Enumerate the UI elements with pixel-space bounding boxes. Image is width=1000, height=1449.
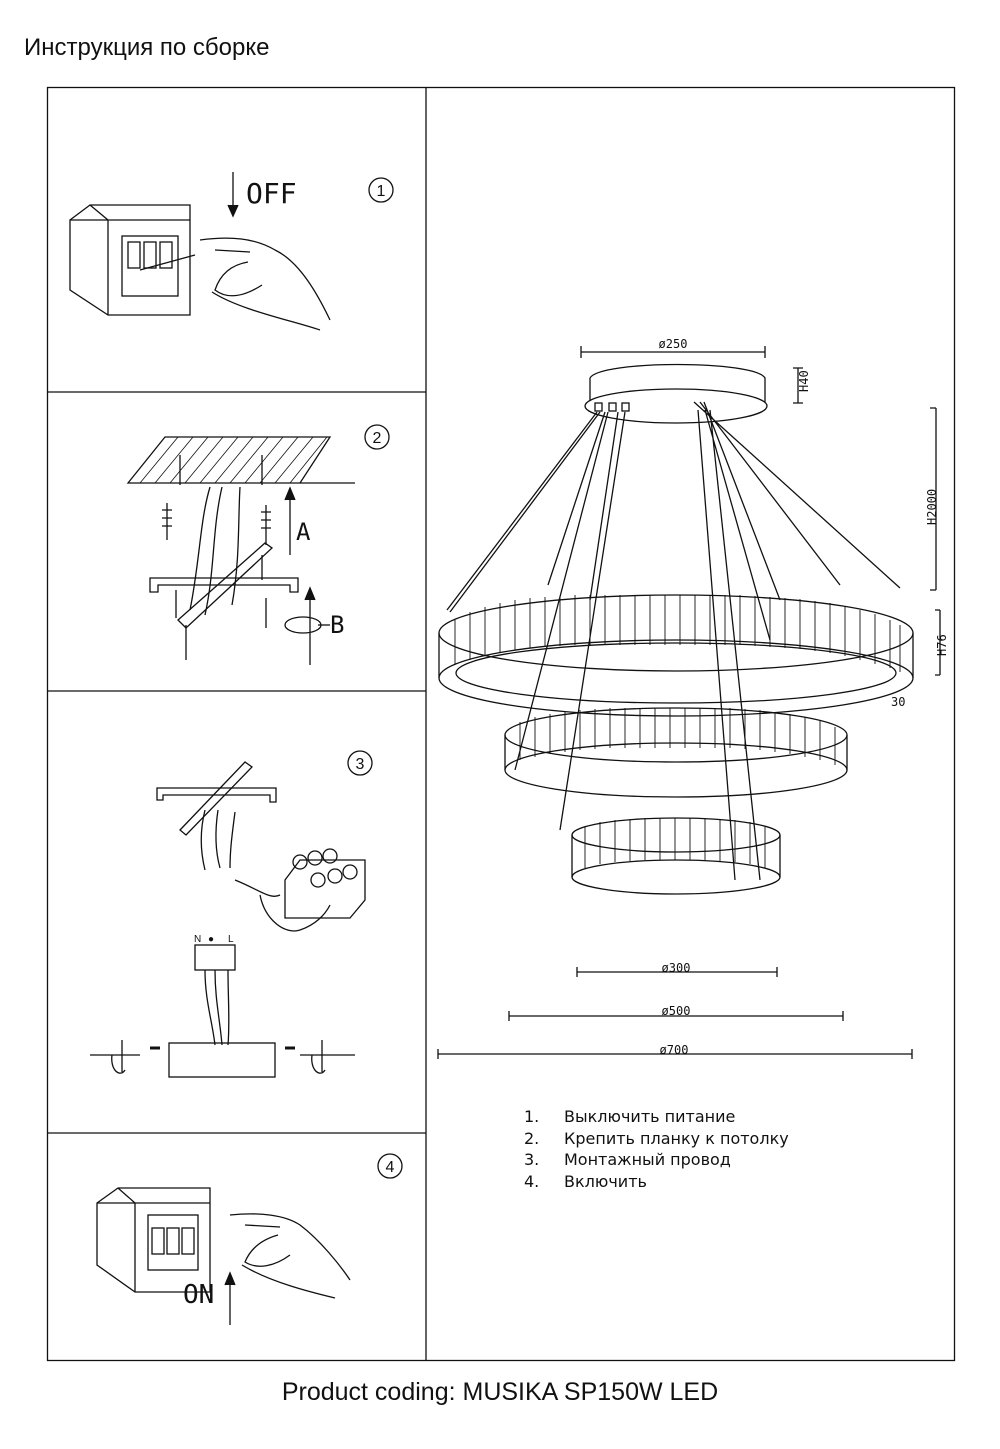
dim-line-300 — [576, 967, 778, 977]
dim-line-h2000 — [930, 407, 937, 591]
step-number-3: 3 — [356, 756, 365, 773]
dim-line-h40 — [793, 367, 803, 404]
ring-small — [571, 817, 781, 895]
mounting-bracket — [156, 761, 277, 871]
step-number-2: 2 — [373, 430, 382, 447]
terminal-ground: ● — [208, 934, 214, 945]
chandelier-drawing — [437, 346, 941, 1059]
dim-ring-height: H76 — [935, 634, 949, 656]
ring-medium — [504, 707, 848, 798]
step-item: 3.Монтажный провод — [524, 1150, 731, 1169]
wires — [189, 486, 241, 616]
rotate-arrow-icon — [284, 586, 330, 665]
steps-list: 1.Выключить питание 2.Крепить планку к п… — [524, 1106, 789, 1192]
step-number-1-circle — [368, 177, 394, 203]
ceiling-hatch — [126, 436, 355, 485]
dim-top-diameter: ø250 — [659, 337, 688, 351]
step-number-2-circle — [364, 424, 390, 450]
step-number-4: 4 — [386, 1159, 395, 1176]
dim-line-top — [580, 346, 766, 358]
step-item: 2.Крепить планку к потолку — [524, 1128, 789, 1148]
terminal-block-icon — [234, 848, 366, 932]
step-number-3-circle — [347, 750, 373, 776]
screw-arrow-icon — [90, 1040, 355, 1074]
canopy-cover — [168, 1042, 276, 1078]
dim-small-diameter: ø300 — [662, 961, 691, 975]
wire-connector-icon — [194, 944, 236, 1046]
step-number-1: 1 — [377, 183, 386, 200]
hand-icon — [199, 237, 331, 331]
dim-line-h76 — [935, 609, 941, 676]
dim-line-700 — [437, 1049, 913, 1059]
label-b: B — [330, 611, 344, 639]
step-number-4-circle — [377, 1153, 403, 1179]
dim-cable-height: H2000 — [925, 489, 939, 525]
step-item: 4.Включить — [524, 1171, 647, 1191]
on-label: ON — [183, 1280, 214, 1310]
off-label: OFF — [246, 177, 297, 210]
terminal-n: N — [194, 934, 201, 945]
mounting-bracket — [149, 542, 299, 629]
hand-icon — [229, 1213, 351, 1299]
terminal-l: L — [228, 934, 234, 945]
arrow-up-icon — [284, 486, 296, 555]
arrow-down-icon — [227, 172, 239, 218]
dim-ring-width: 30 — [891, 695, 905, 709]
dim-large-diameter: ø700 — [660, 1043, 689, 1057]
switch-box-icon — [96, 1187, 211, 1293]
step-item: 1.Выключить питание — [524, 1107, 736, 1126]
screw-icon — [175, 555, 267, 660]
outer-frame — [46, 86, 956, 1362]
label-a: A — [296, 518, 311, 546]
switch-box-icon — [69, 204, 196, 316]
product-coding: Product coding: MUSIKA SP150W LED — [281, 1378, 719, 1406]
page-title: Инструкция по сборке — [24, 34, 270, 61]
anchor-icon — [162, 503, 271, 545]
arrow-up-icon — [224, 1271, 236, 1325]
ring-large — [438, 594, 914, 717]
dim-line-500 — [508, 1011, 844, 1021]
dim-medium-diameter: ø500 — [662, 1004, 691, 1018]
dim-canopy-height: H40 — [797, 370, 811, 392]
